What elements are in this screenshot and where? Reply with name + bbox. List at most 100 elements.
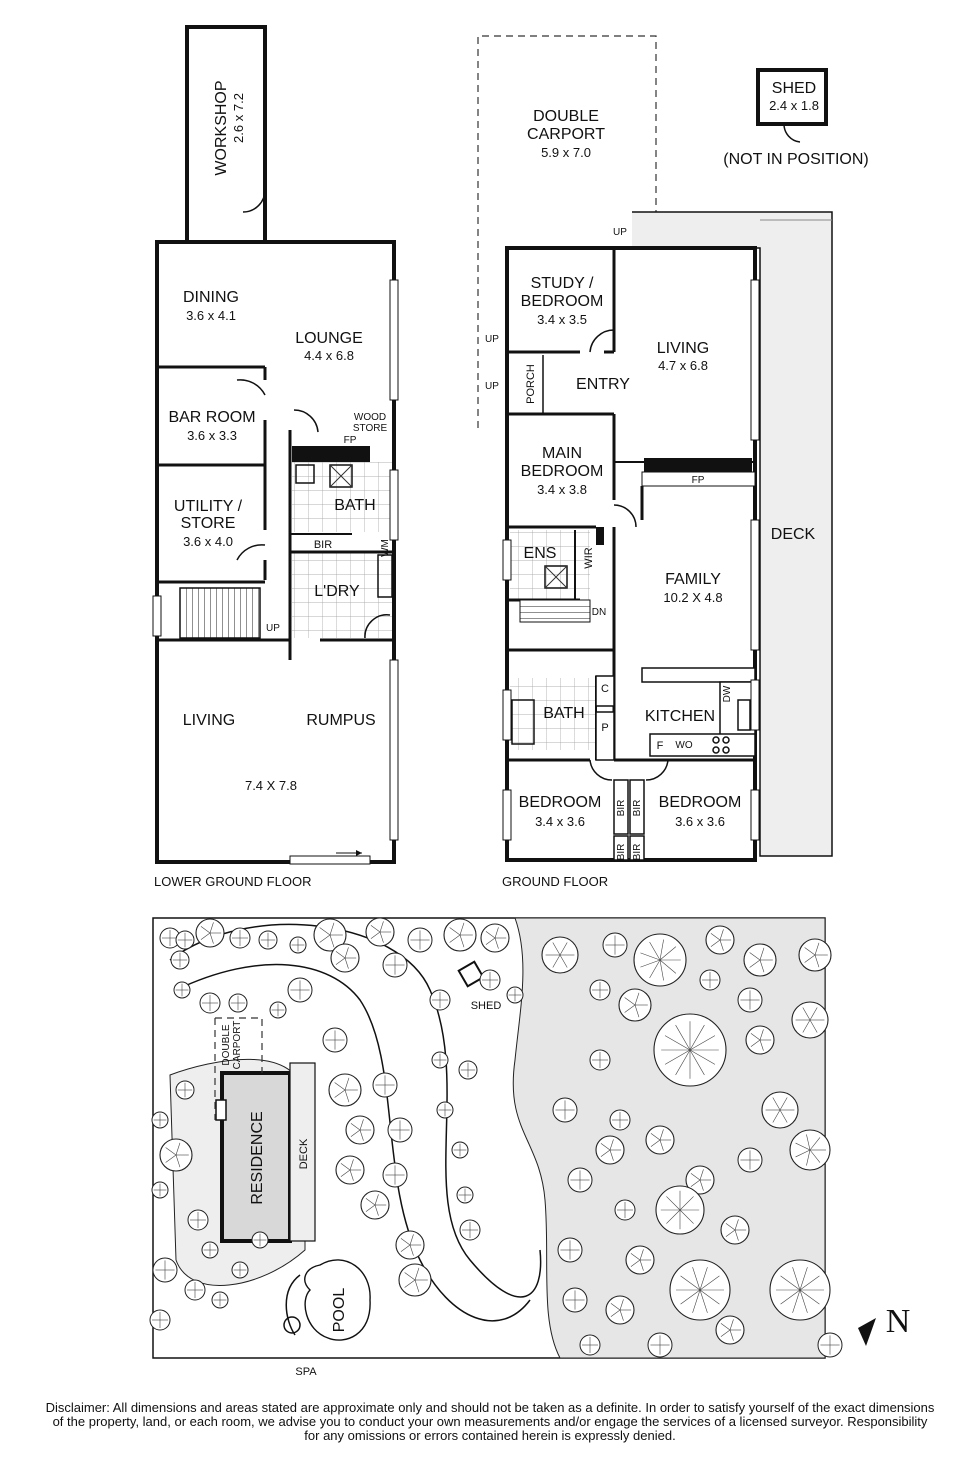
tree-branch — [675, 1049, 691, 1076]
tree-branch — [809, 1019, 818, 1033]
tree-branch — [334, 1082, 346, 1091]
tree-branch — [804, 954, 816, 963]
tree-branch — [659, 1129, 664, 1141]
tree-branch — [649, 941, 661, 961]
not-in-position-label: (NOT IN POSITION) — [723, 151, 868, 168]
tree-branch — [806, 1134, 811, 1151]
tree-branch — [666, 1209, 681, 1224]
tree-branch — [649, 959, 661, 979]
entry-up-label: UP — [613, 227, 627, 238]
tree-branch — [349, 1159, 354, 1171]
tree-branch — [802, 1019, 811, 1033]
stairs-down-label: DN — [592, 607, 606, 618]
disclaimer-line-1: Disclaimer: All dimensions and areas sta… — [45, 1400, 935, 1415]
tree-branch — [344, 947, 349, 959]
tree-branch — [779, 1097, 788, 1111]
spa-label: SPA — [295, 1366, 317, 1378]
pantry-label: P — [601, 722, 608, 734]
tree-branch — [459, 922, 465, 936]
wir-label: WIR — [583, 547, 595, 568]
site-pool — [304, 1259, 371, 1341]
site-plan: SHED DOUBLE CARPORT RESIDENCE DECK POOL … — [149, 917, 910, 1378]
tree-branch — [374, 1204, 379, 1216]
site-shed-label: SHED — [471, 1000, 502, 1012]
tree-branch — [630, 1259, 641, 1267]
tree-branch — [610, 1309, 621, 1317]
tree-branch — [409, 1244, 414, 1256]
tree-branch — [335, 957, 346, 965]
workshop-dims: 2.6 x 7.2 — [231, 93, 246, 143]
main-bedroom-dims: 3.4 x 3.8 — [537, 482, 587, 497]
tree-branch — [664, 1049, 691, 1065]
tree-branch — [400, 1244, 411, 1252]
tree-branch — [459, 934, 465, 948]
tree-branch — [552, 954, 561, 968]
tree-branch — [650, 1139, 661, 1147]
tree-branch — [666, 1196, 681, 1211]
tree-branch — [719, 929, 724, 941]
tree-branch — [449, 927, 461, 936]
tree-branch — [692, 1289, 701, 1313]
tree-branch — [200, 932, 211, 940]
tree-branch — [404, 1272, 416, 1281]
lower-living-label: LIVING — [183, 712, 235, 729]
tree-branch — [640, 959, 661, 968]
utility-label-1: UTILITY / — [174, 498, 243, 515]
lower-ground-floor-plan: LOWER GROUND FLOOR WORKSHOP 2.6 x 7.2 DI… — [152, 25, 399, 889]
carport-label-2: CARPORT — [527, 126, 605, 143]
tree-branch — [334, 1089, 346, 1098]
tree-branch — [634, 1004, 640, 1018]
site-carport-label-1: DOUBLE — [221, 1024, 232, 1065]
tree-branch — [802, 1007, 811, 1021]
shed-label: SHED — [772, 80, 816, 97]
carport-outline — [477, 35, 657, 428]
tree-branch — [624, 1004, 636, 1013]
ground-bath-label: BATH — [543, 705, 584, 722]
tree-branch — [680, 1275, 701, 1291]
tree-branch — [340, 1163, 351, 1171]
tree-branch — [659, 939, 664, 961]
tree-branch — [795, 1149, 811, 1158]
family-dims: 10.2 X 4.8 — [663, 590, 722, 605]
tree-branch — [165, 1154, 177, 1163]
site-deck-label: DECK — [298, 1138, 310, 1169]
tree-branch — [699, 1179, 704, 1191]
deck-label: DECK — [771, 526, 816, 543]
tree-branch — [329, 934, 335, 948]
wood-store-label-2: STORE — [353, 423, 388, 434]
tree-branch — [619, 1299, 624, 1311]
ground-fp-label: FP — [692, 475, 705, 486]
bir-label-4: BIR — [632, 844, 643, 861]
tree-branch — [799, 1289, 820, 1305]
tree-branch — [659, 959, 677, 974]
rumpus-label: RUMPUS — [306, 712, 375, 729]
lower-floor-title: LOWER GROUND FLOOR — [154, 874, 311, 889]
tree-branch — [795, 1142, 811, 1151]
lounge-label: LOUNGE — [295, 330, 363, 347]
workshop-label: WORKSHOP — [213, 80, 230, 175]
ground-floor-plan: GROUND FLOOR DOUBLE CARPORT 5.9 x 7.0 SH… — [477, 35, 869, 889]
tree-branch — [350, 1129, 361, 1137]
kitchen-label: KITCHEN — [645, 708, 715, 725]
tree-branch — [809, 1149, 821, 1163]
tree-branch — [734, 1229, 739, 1241]
tree-branch — [409, 1234, 414, 1246]
dishwasher-label: DW — [722, 685, 733, 702]
tree-branch — [689, 1049, 705, 1076]
tree-branch — [359, 1129, 364, 1141]
tree-branch — [814, 942, 820, 956]
ensuite-label: ENS — [524, 545, 557, 562]
tree-branch — [344, 1077, 350, 1091]
dining-dims: 3.6 x 4.1 — [186, 308, 236, 323]
tree-branch — [659, 1139, 664, 1151]
tree-branch — [494, 937, 499, 949]
tree-branch — [359, 1119, 364, 1131]
tree-branch — [485, 937, 496, 945]
fridge-label: F — [657, 740, 664, 752]
tree-branch — [689, 1035, 716, 1051]
tree-branch — [349, 1169, 354, 1181]
north-arrow — [858, 1318, 876, 1346]
tree-branch — [414, 1279, 420, 1293]
tree-branch — [350, 1123, 361, 1131]
tree-branch — [804, 947, 816, 956]
